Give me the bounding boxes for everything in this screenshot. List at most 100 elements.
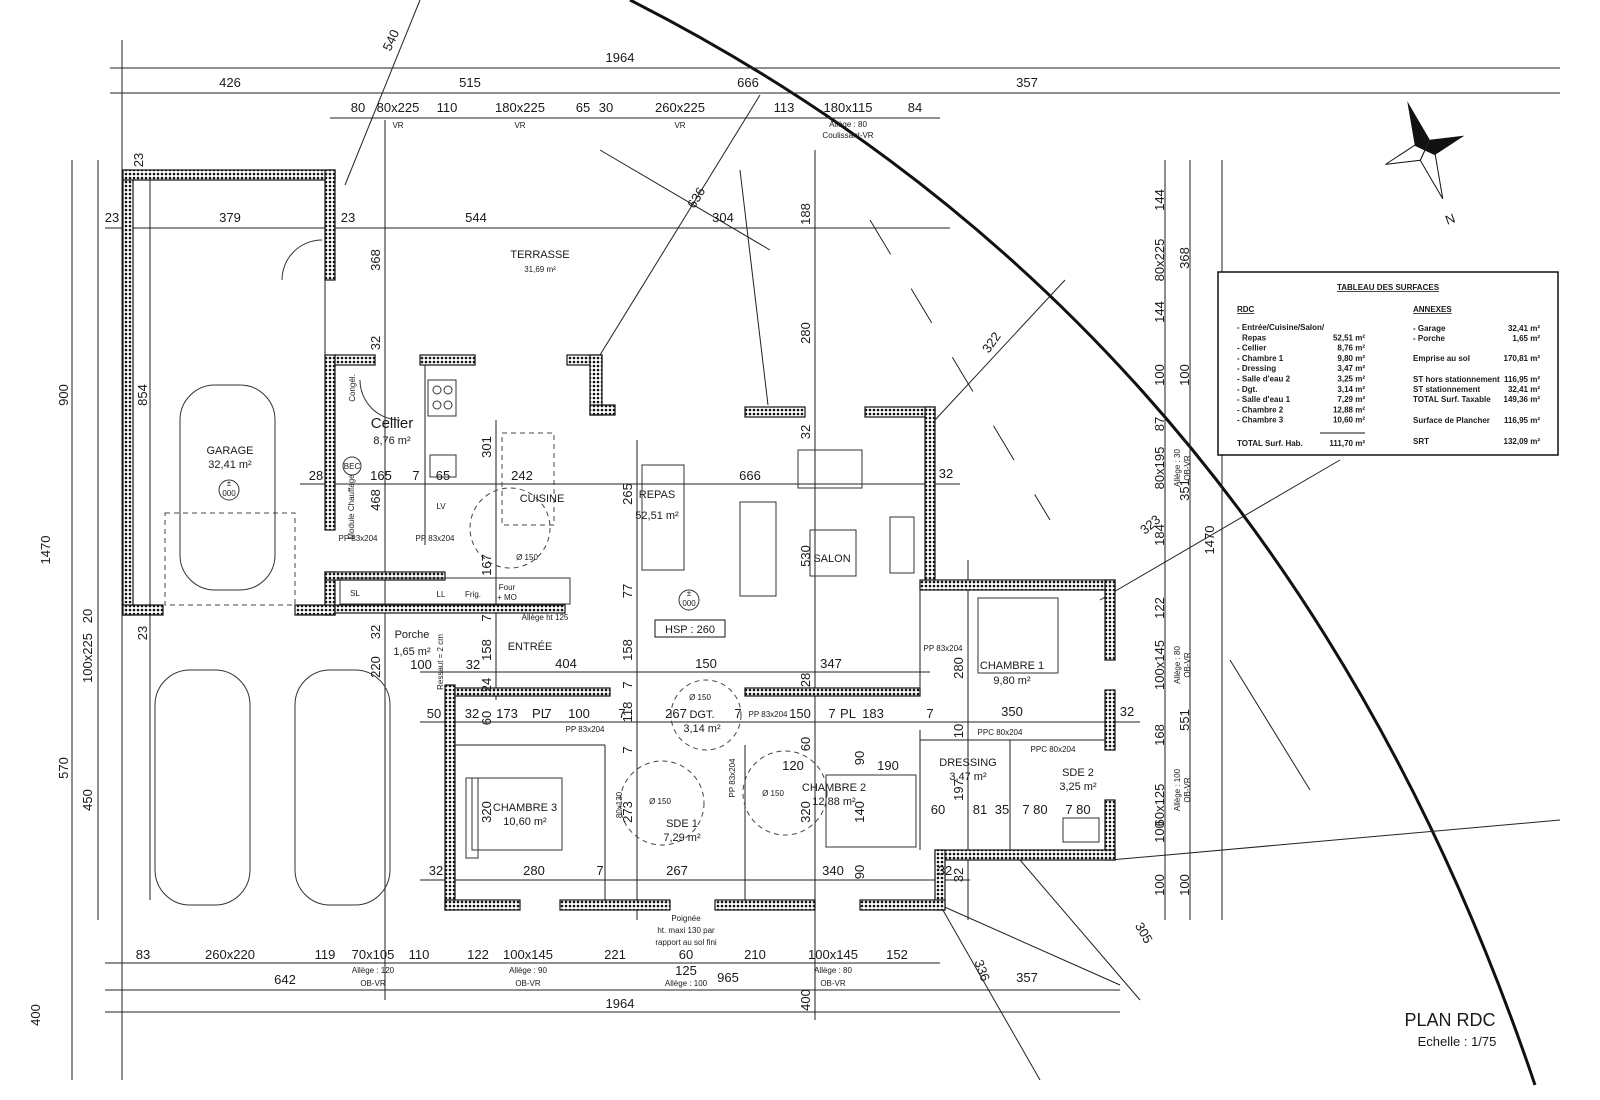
dim: Allège : 30 [1173,449,1182,487]
dim: 379 [219,210,241,225]
table-row-label: - Cellier [1237,344,1266,353]
room-garage-name: GARAGE [206,445,253,457]
dim-diag: 540 [380,27,403,53]
dim: 122 [1152,597,1167,619]
dim: PL [840,706,856,721]
dim: 110 [437,100,458,115]
room-sde1-name: SDE 1 [666,818,698,830]
dim: 152 [886,947,908,962]
dim: 400 [798,989,813,1011]
dim-note: Coulissant-VR [822,131,873,140]
dim: 60x125 [1152,784,1167,827]
dim: 32 [798,425,813,439]
dim: 87 [1152,417,1167,431]
construction-lines [344,0,1561,1081]
room-dgt-area: 3,14 m² [683,723,721,735]
dim: OB-VR [360,979,386,988]
dim: 84 [908,100,922,115]
dim: Allège : 100 [1173,768,1182,811]
dim: 7 [926,706,933,721]
room-cuisine-name: CUISINE [520,493,565,505]
table-row-value: 149,36 m² [1504,395,1541,404]
dim: 320 [798,801,813,823]
table-row-value: 32,41 m² [1508,324,1540,333]
dim: 32 [1120,704,1134,719]
door-label: PP 83x204 [749,710,789,719]
dim: 100 [410,657,432,672]
room-garage-area: 32,41 m² [208,459,252,471]
dim: 90 [852,751,867,765]
plan-title: PLAN RDC [1404,1010,1495,1030]
dim: 7 [734,706,741,721]
room-dressing-area: 3,47 m² [949,771,987,783]
table-row-value: 1,65 m² [1512,334,1540,343]
rdc-total-value: 111,70 m² [1329,439,1365,448]
table-row-label: - Entrée/Cuisine/Salon/ [1237,323,1325,332]
dim: 426 [219,75,241,90]
dim: 65 [576,100,590,115]
dim: 32 [939,466,953,481]
level-sign-repas: ± [687,589,692,598]
allege-label: Allège ht 125 [522,613,569,622]
door-label: PP 83x204 [728,758,737,798]
walls [122,169,1116,911]
dim: 90 [852,865,867,879]
door-label: PP 83x204 [924,644,964,653]
dim: 7 [620,681,635,688]
room-cellier-area: 8,76 m² [373,435,411,447]
table-row-label: - Salle d'eau 1 [1237,395,1291,404]
dim: 273 [620,801,635,823]
room-chambre2-area: 12,88 m² [812,796,856,808]
sliding-door-label: PPC 80x204 [1031,745,1076,754]
dim: 368 [1177,247,1192,269]
dim: 404 [555,656,577,671]
dim: 100 [1152,874,1167,896]
level-sign: ± [227,479,232,488]
dim: 32 [368,625,383,639]
dim: 173 [496,706,518,721]
dim: 167 [479,554,494,576]
dim: 570 [56,757,71,779]
dim: 7 80 [1065,802,1090,817]
table-row-label: ST hors stationnement [1413,375,1500,384]
dim: 100x145 [808,947,858,962]
dim: 260x225 [655,100,705,115]
dim: 100 [1152,821,1167,843]
table-row-label: - Dgt. [1237,385,1257,394]
door-label: PP 83x204 [416,534,456,543]
furniture [164,239,1100,859]
dim: 340 [822,863,844,878]
room-chambre1-area: 9,80 m² [993,675,1031,687]
dimension-lines [71,40,1560,1080]
table-row-label: Repas [1242,333,1267,342]
dim: 23 [135,626,150,640]
dim: 150 [695,656,717,671]
dim: 900 [56,384,71,406]
dim: OB-VR [515,979,541,988]
dim-note: VR [392,121,403,130]
dim: 180x225 [495,100,545,115]
dim: 100 [1177,874,1192,896]
turning-circle-label: Ø 150 [689,693,711,702]
dim: 400 [28,1004,43,1026]
dim: 7 80 [1022,802,1047,817]
door-label: PP 83x204 [566,725,606,734]
dim: OB-VR [1183,455,1192,481]
dim: 80x225 [1152,239,1167,282]
dim: 113 [774,100,795,115]
table-row-value: 7,29 m² [1337,395,1365,404]
frig-label: Frig. [465,590,481,599]
poignee-note: rapport au sol fini [655,938,717,947]
dim: 118 [620,702,635,723]
dim: 7 [479,614,494,621]
dim: 242 [511,468,533,483]
dim: 666 [737,75,759,90]
dim: 119 [315,947,336,962]
dim-note: Allège : 80 [829,120,867,129]
dim: 65 [436,468,450,483]
dim: 183 [862,706,884,721]
dim: 357 [1016,970,1038,985]
dim-note: VR [674,121,685,130]
fixture-labels: Congél. BEC Module Chauffage LV PP 83x20… [339,374,1077,947]
